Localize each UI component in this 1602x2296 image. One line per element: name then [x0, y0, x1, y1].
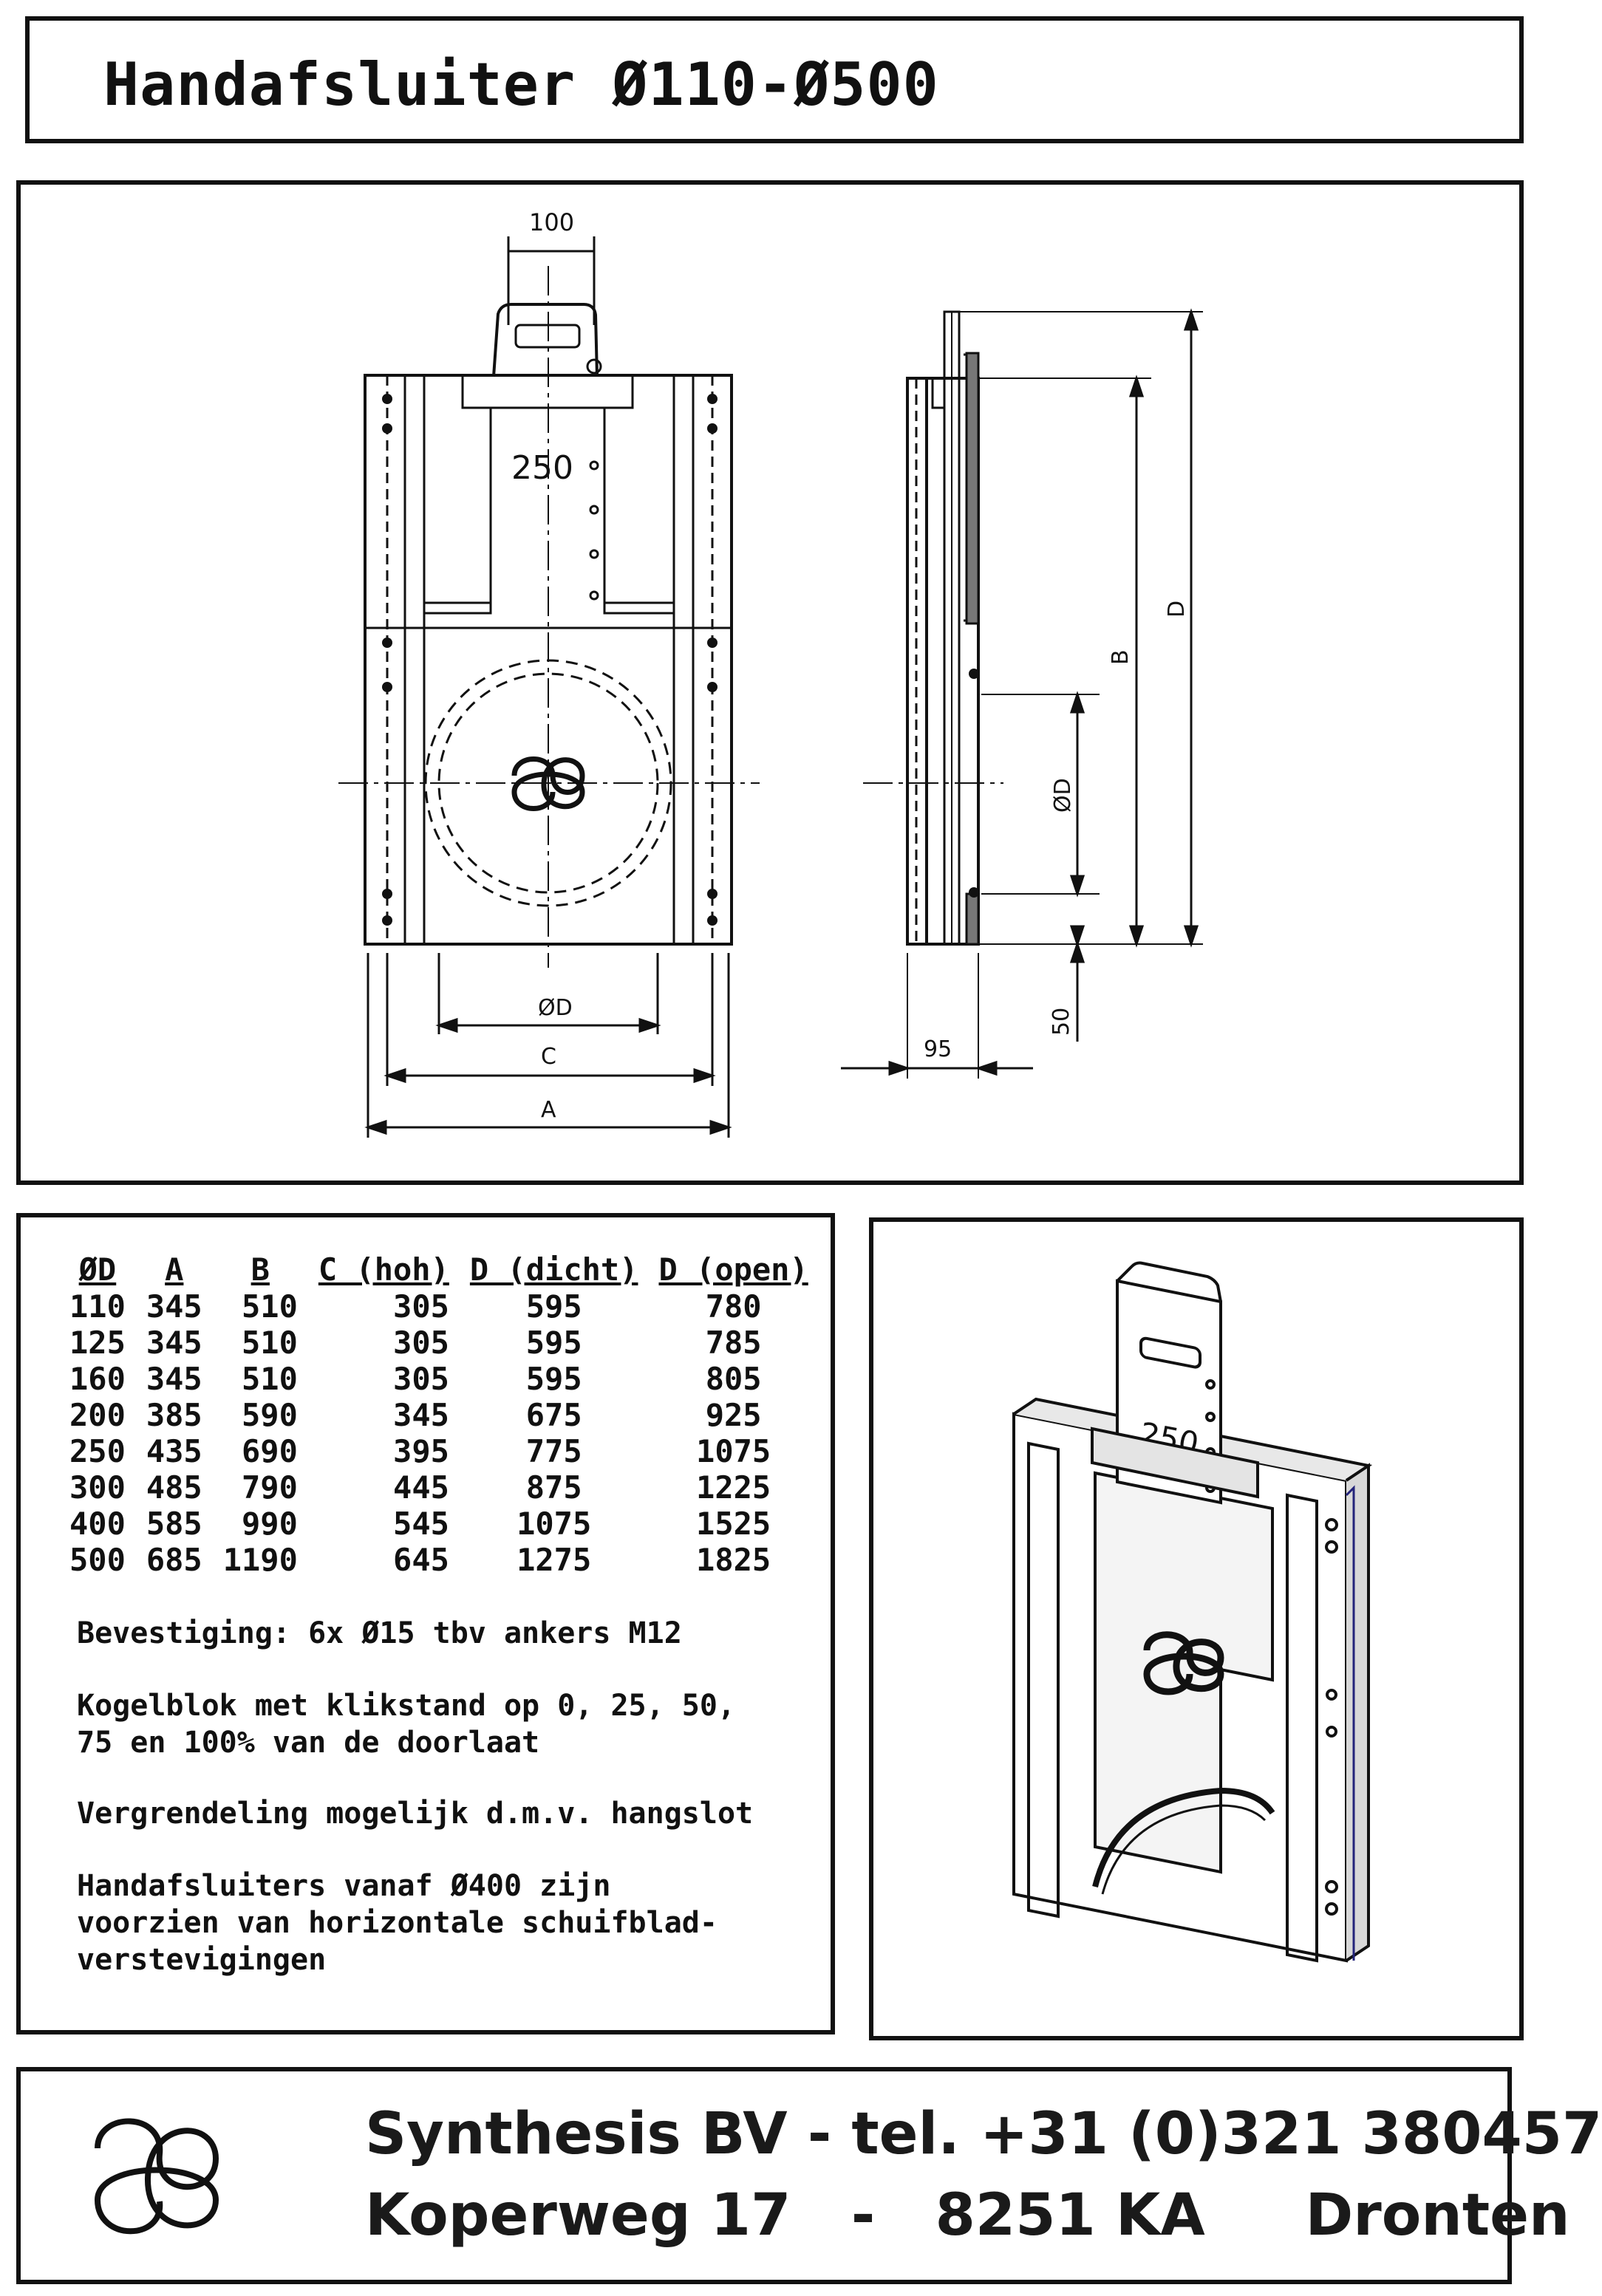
isometric-valve-illustration: 250 [1012, 1261, 1373, 1963]
col-header-od: ØD [78, 1251, 117, 1288]
cell-d-open: 805 [705, 1361, 762, 1397]
cell-od: 125 [69, 1325, 126, 1361]
note-locking: Vergrendeling mogelijk d.m.v. hangslot [77, 1797, 754, 1831]
table-row: 300 485 790 445 875 1225 [59, 1469, 819, 1506]
cell-od: 200 [69, 1397, 126, 1433]
dim-50-label: 50 [1049, 1008, 1074, 1036]
cell-d-open: 1825 [696, 1542, 771, 1578]
cell-od: 250 [69, 1433, 126, 1469]
cell-d-dicht: 875 [525, 1469, 582, 1506]
cell-a: 435 [146, 1433, 202, 1469]
table-row: 200 385 590 345 675 925 [59, 1397, 819, 1433]
page-title: Handafsluiter Ø110-Ø500 [103, 50, 939, 119]
cell-b: 510 [242, 1325, 298, 1361]
table-row: 160 345 510 305 595 805 [59, 1361, 819, 1397]
company-logo [94, 2118, 219, 2235]
cell-c: 545 [393, 1506, 449, 1542]
cell-c: 445 [393, 1469, 449, 1506]
cell-b: 690 [242, 1433, 298, 1469]
dim-b-label: B [1108, 649, 1134, 665]
cell-c: 645 [393, 1542, 449, 1578]
cell-a: 685 [146, 1542, 202, 1578]
dim-od-side-label: ØD [1050, 778, 1076, 813]
cell-od: 500 [69, 1542, 126, 1578]
cell-d-dicht: 595 [525, 1288, 582, 1325]
note-ball-detent: Kogelblok met klikstand op 0, 25, 50, 75… [77, 1689, 736, 1760]
dim-a-label: A [541, 1097, 556, 1123]
table-row: 110 345 510 305 595 780 [59, 1288, 819, 1325]
dim-od-bottom-label: ØD [538, 995, 573, 1021]
company-footer: Synthesis BV - tel. +31 (0)321 380457 Ko… [16, 2067, 1602, 2284]
cell-c: 345 [393, 1397, 449, 1433]
cell-c: 305 [393, 1361, 449, 1397]
cell-a: 585 [146, 1506, 202, 1542]
dim-100-label: 100 [529, 208, 574, 236]
company-address-line: Koperweg 17 - 8251 KA Dronten [365, 2182, 1570, 2249]
table-header-row: ØD A B C (hoh) D (dicht) D (open) [59, 1250, 819, 1288]
cell-b: 510 [242, 1288, 298, 1325]
cell-b: 990 [242, 1506, 298, 1542]
dimensions-table: ØD A B C (hoh) D (dicht) D (open) 110 345… [59, 1250, 819, 1579]
table-row: 250 435 690 395 775 1075 [59, 1433, 819, 1469]
cell-d-open: 1225 [696, 1469, 771, 1506]
cell-b: 590 [242, 1397, 298, 1433]
cell-od: 300 [69, 1469, 126, 1506]
title-box: Handafsluiter Ø110-Ø500 [25, 16, 1524, 143]
note-mounting: Bevestiging: 6x Ø15 tbv ankers M12 [77, 1616, 682, 1650]
cell-od: 160 [69, 1361, 126, 1397]
dim-d-label: D [1164, 601, 1190, 618]
cell-b: 1190 [222, 1542, 298, 1578]
note-reinforcement: Handafsluiters vanaf Ø400 zijn voorzien … [77, 1869, 718, 1977]
cell-d-open: 1075 [696, 1433, 771, 1469]
cell-d-open: 925 [705, 1397, 762, 1433]
plate-number: 250 [511, 449, 573, 487]
table-row: 125 345 510 305 595 785 [59, 1325, 819, 1361]
company-contact-line: Synthesis BV - tel. +31 (0)321 380457 [365, 2101, 1602, 2167]
col-header-d-open: D (open) [658, 1251, 808, 1288]
cell-d-open: 1525 [696, 1506, 771, 1542]
specifications-panel: ØD A B C (hoh) D (dicht) D (open) 110 345… [16, 1213, 835, 2034]
table-row: 500 685 1190 645 1275 1825 [59, 1542, 819, 1578]
cell-c: 305 [393, 1325, 449, 1361]
cell-d-open: 780 [705, 1288, 762, 1325]
cell-d-dicht: 1275 [517, 1542, 592, 1578]
dim-95-label: 95 [924, 1036, 952, 1062]
cell-b: 510 [242, 1361, 298, 1397]
cell-c: 395 [393, 1433, 449, 1469]
cell-d-dicht: 675 [525, 1397, 582, 1433]
col-header-b: B [250, 1251, 270, 1288]
cell-a: 345 [146, 1288, 202, 1325]
cell-od: 110 [69, 1288, 126, 1325]
cell-b: 790 [242, 1469, 298, 1506]
col-header-a: A [165, 1251, 184, 1288]
cell-d-dicht: 595 [525, 1325, 582, 1361]
technical-drawing-panel: 100 250 [16, 180, 1524, 1185]
cell-d-dicht: 595 [525, 1361, 582, 1397]
col-header-d-dicht: D (dicht) [469, 1251, 638, 1288]
dim-c-label: C [541, 1044, 556, 1070]
cell-d-open: 785 [705, 1325, 762, 1361]
cell-d-dicht: 1075 [517, 1506, 592, 1542]
isometric-illustration-panel: 250 [869, 1217, 1524, 2040]
cell-a: 345 [146, 1361, 202, 1397]
col-header-c: C (hoh) [318, 1251, 449, 1288]
cell-od: 400 [69, 1506, 126, 1542]
cell-a: 385 [146, 1397, 202, 1433]
cell-a: 345 [146, 1325, 202, 1361]
cell-a: 485 [146, 1469, 202, 1506]
cell-d-dicht: 775 [525, 1433, 582, 1469]
table-row: 400 585 990 545 1075 1525 [59, 1506, 819, 1542]
cell-c: 305 [393, 1288, 449, 1325]
technical-drawing: 100 250 [338, 208, 1203, 1138]
